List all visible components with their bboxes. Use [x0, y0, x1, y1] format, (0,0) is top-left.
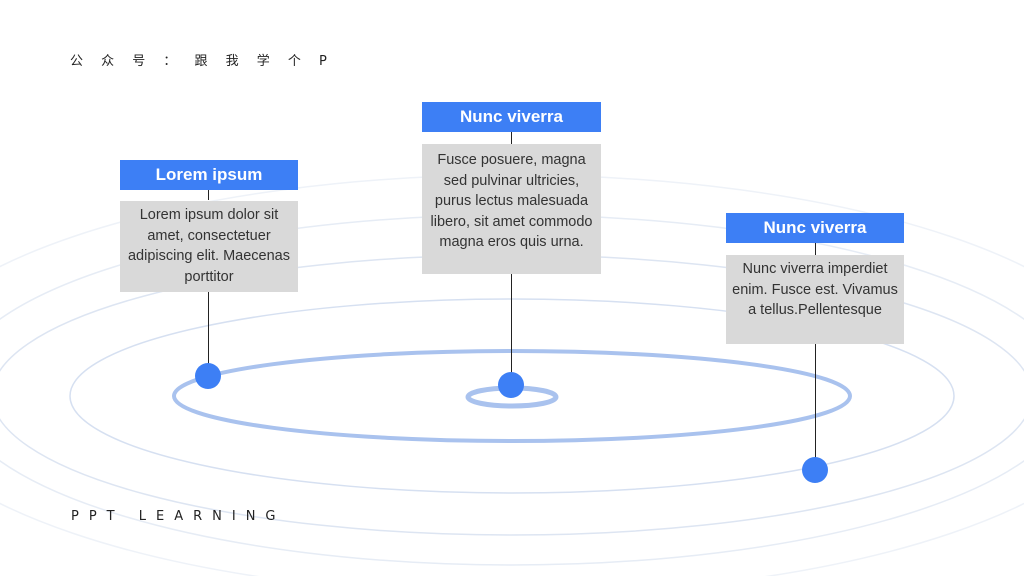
connector-line-1: [208, 190, 209, 200]
callout-card-2: Nunc viverra Fusce posuere, magna sed pu…: [422, 102, 601, 274]
connector-line-1b: [208, 292, 209, 364]
node-dot-1: [195, 363, 221, 389]
outer-ring-1: [69, 298, 955, 494]
middle-ring: [172, 349, 852, 443]
callout-card-1: Lorem ipsum Lorem ipsum dolor sit amet, …: [120, 160, 298, 292]
callout-card-3: Nunc viverra Nunc viverra imperdiet enim…: [726, 213, 904, 344]
card-body: Lorem ipsum dolor sit amet, consectetuer…: [120, 201, 298, 292]
connector-line-2b: [511, 274, 512, 374]
card-body: Fusce posuere, magna sed pulvinar ultric…: [422, 144, 601, 274]
card-title: Lorem ipsum: [120, 160, 298, 190]
node-dot-2: [498, 372, 524, 398]
connector-line-3b: [815, 344, 816, 458]
footer-text: PPT LEARNING: [71, 509, 286, 524]
connector-line-3: [815, 243, 816, 255]
connector-line-2: [511, 132, 512, 144]
node-dot-3: [802, 457, 828, 483]
card-title: Nunc viverra: [422, 102, 601, 132]
card-body: Nunc viverra imperdiet enim. Fusce est. …: [726, 255, 904, 344]
header-text: 公 众 号 ： 跟 我 学 个 P: [70, 54, 334, 69]
card-title: Nunc viverra: [726, 213, 904, 243]
